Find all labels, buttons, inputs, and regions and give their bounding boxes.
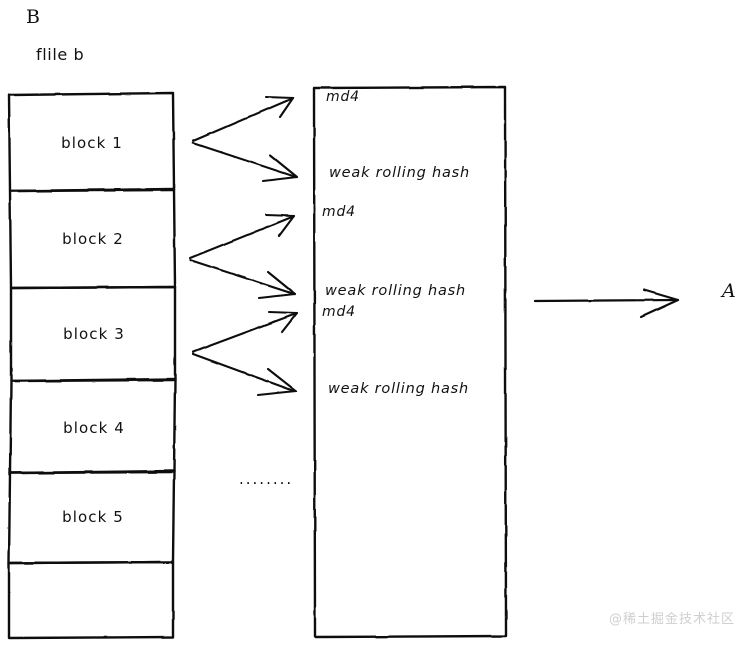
block-label-1: block 1 — [61, 134, 123, 152]
target-label-a: A — [722, 280, 737, 302]
watermark: @稀土掘金技术社区 — [608, 612, 735, 627]
hash-strong-3: md4 — [322, 304, 356, 320]
fork-arrow-block-3 — [191, 310, 299, 397]
block-label-4: block 4 — [63, 419, 125, 437]
fork-arrow-block-1 — [191, 95, 299, 183]
fork-arrow-block-2 — [188, 213, 297, 300]
file-block-column — [7, 91, 177, 640]
block-label-5: block 5 — [62, 508, 124, 526]
ellipsis-more-blocks: ........ — [239, 470, 294, 488]
file-caption: flile b — [36, 45, 85, 64]
block-rect-6 — [7, 560, 175, 640]
hash-strong-1: md4 — [326, 89, 360, 105]
block-label-2: block 2 — [62, 230, 124, 248]
source-label-b: B — [26, 6, 41, 28]
transfer-arrow — [533, 288, 680, 319]
fork-arrows — [188, 95, 299, 397]
hash-weak-3: weak rolling hash — [328, 381, 470, 397]
hash-weak-2: weak rolling hash — [325, 283, 467, 299]
hash-list-box — [312, 85, 508, 639]
hash-weak-1: weak rolling hash — [329, 165, 471, 181]
hash-strong-2: md4 — [322, 204, 356, 220]
block-label-3: block 3 — [63, 325, 125, 343]
